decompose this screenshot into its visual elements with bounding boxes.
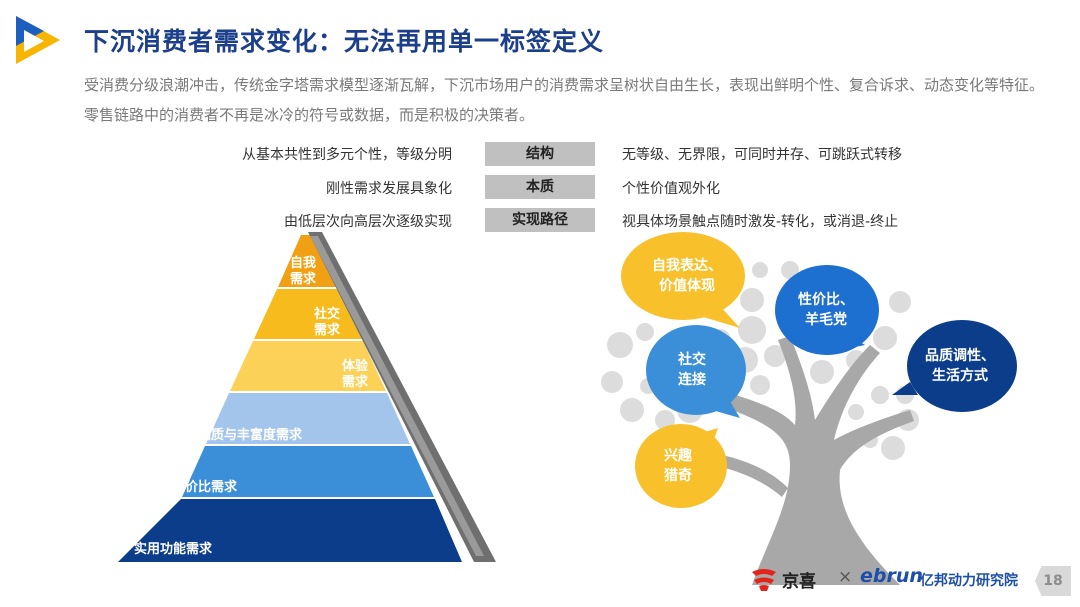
bubble-interest-novelty <box>635 424 727 508</box>
pyramid-level-5 <box>182 446 434 497</box>
bubble-text-social: 社交连接 <box>678 352 706 388</box>
row-path-left: 由低层次向高层次逐级实现 <box>284 214 452 230</box>
pyramid-label-function: 实用功能需求 <box>134 542 213 557</box>
row-structure-left: 从基本共性到多元个性，等级分明 <box>242 147 452 163</box>
row-structure-right: 无等级、无界限，可同时并存、可跳跃式转移 <box>622 147 902 163</box>
pyramid-level-1 <box>278 235 338 287</box>
badge-structure: 结构 <box>485 142 595 166</box>
pyramid-label-quality: 品质与丰富度需求 <box>198 428 303 443</box>
intro-paragraph: 受消费分级浪潮冲击，传统金字塔需求模型逐渐瓦解，下沉市场用户的消费需求呈树状自由… <box>84 76 1045 124</box>
bubble-self-expression <box>621 232 745 328</box>
badge-path: 实现路径 <box>485 208 595 232</box>
bubble-text-value: 性价比、羊毛党 <box>798 292 854 328</box>
brand-logo <box>16 16 60 64</box>
row-essence-left: 刚性需求发展具象化 <box>326 181 452 197</box>
row-essence-right: 个性价值观外化 <box>622 181 720 197</box>
pyramid-level-3 <box>230 341 386 391</box>
bubble-text-quality: 品质调性、生活方式 <box>925 348 995 384</box>
brand-ebrun-institute: 亿邦动力研究院 <box>920 573 1018 589</box>
bubble-quality-lifestyle <box>892 320 1017 412</box>
jingxi-logo-icon <box>752 569 776 591</box>
bubble-text-interest: 兴趣猎奇 <box>664 448 692 484</box>
pyramid-level-6 <box>118 499 462 562</box>
tree-trunk <box>700 336 914 585</box>
pyramid-level-4 <box>206 393 410 444</box>
page-number: 18 <box>1035 566 1071 596</box>
pyramid-label-social: 社交需求 <box>314 307 341 338</box>
page-title: 下沉消费者需求变化：无法再用单一标签定义 <box>84 27 605 56</box>
brand-times: × <box>838 567 853 587</box>
pyramid-level-2 <box>254 289 362 339</box>
pyramid-label-value: 性价比需求 <box>172 480 238 495</box>
row-path-right: 视具体场景触点随时激发-转化，或消退-终止 <box>622 214 899 230</box>
bubble-social-connection <box>646 325 746 418</box>
bubble-value-for-money <box>775 265 879 355</box>
bubble-text-self: 自我表达、价值体现 <box>652 258 722 294</box>
brand-jingxi: 京喜 <box>782 572 816 592</box>
pyramid-label-self: 自我需求 <box>290 256 317 287</box>
badge-essence: 本质 <box>485 175 595 199</box>
pyramid-label-experience: 体验需求 <box>342 359 369 390</box>
brand-ebrun: ebrun <box>860 565 923 587</box>
